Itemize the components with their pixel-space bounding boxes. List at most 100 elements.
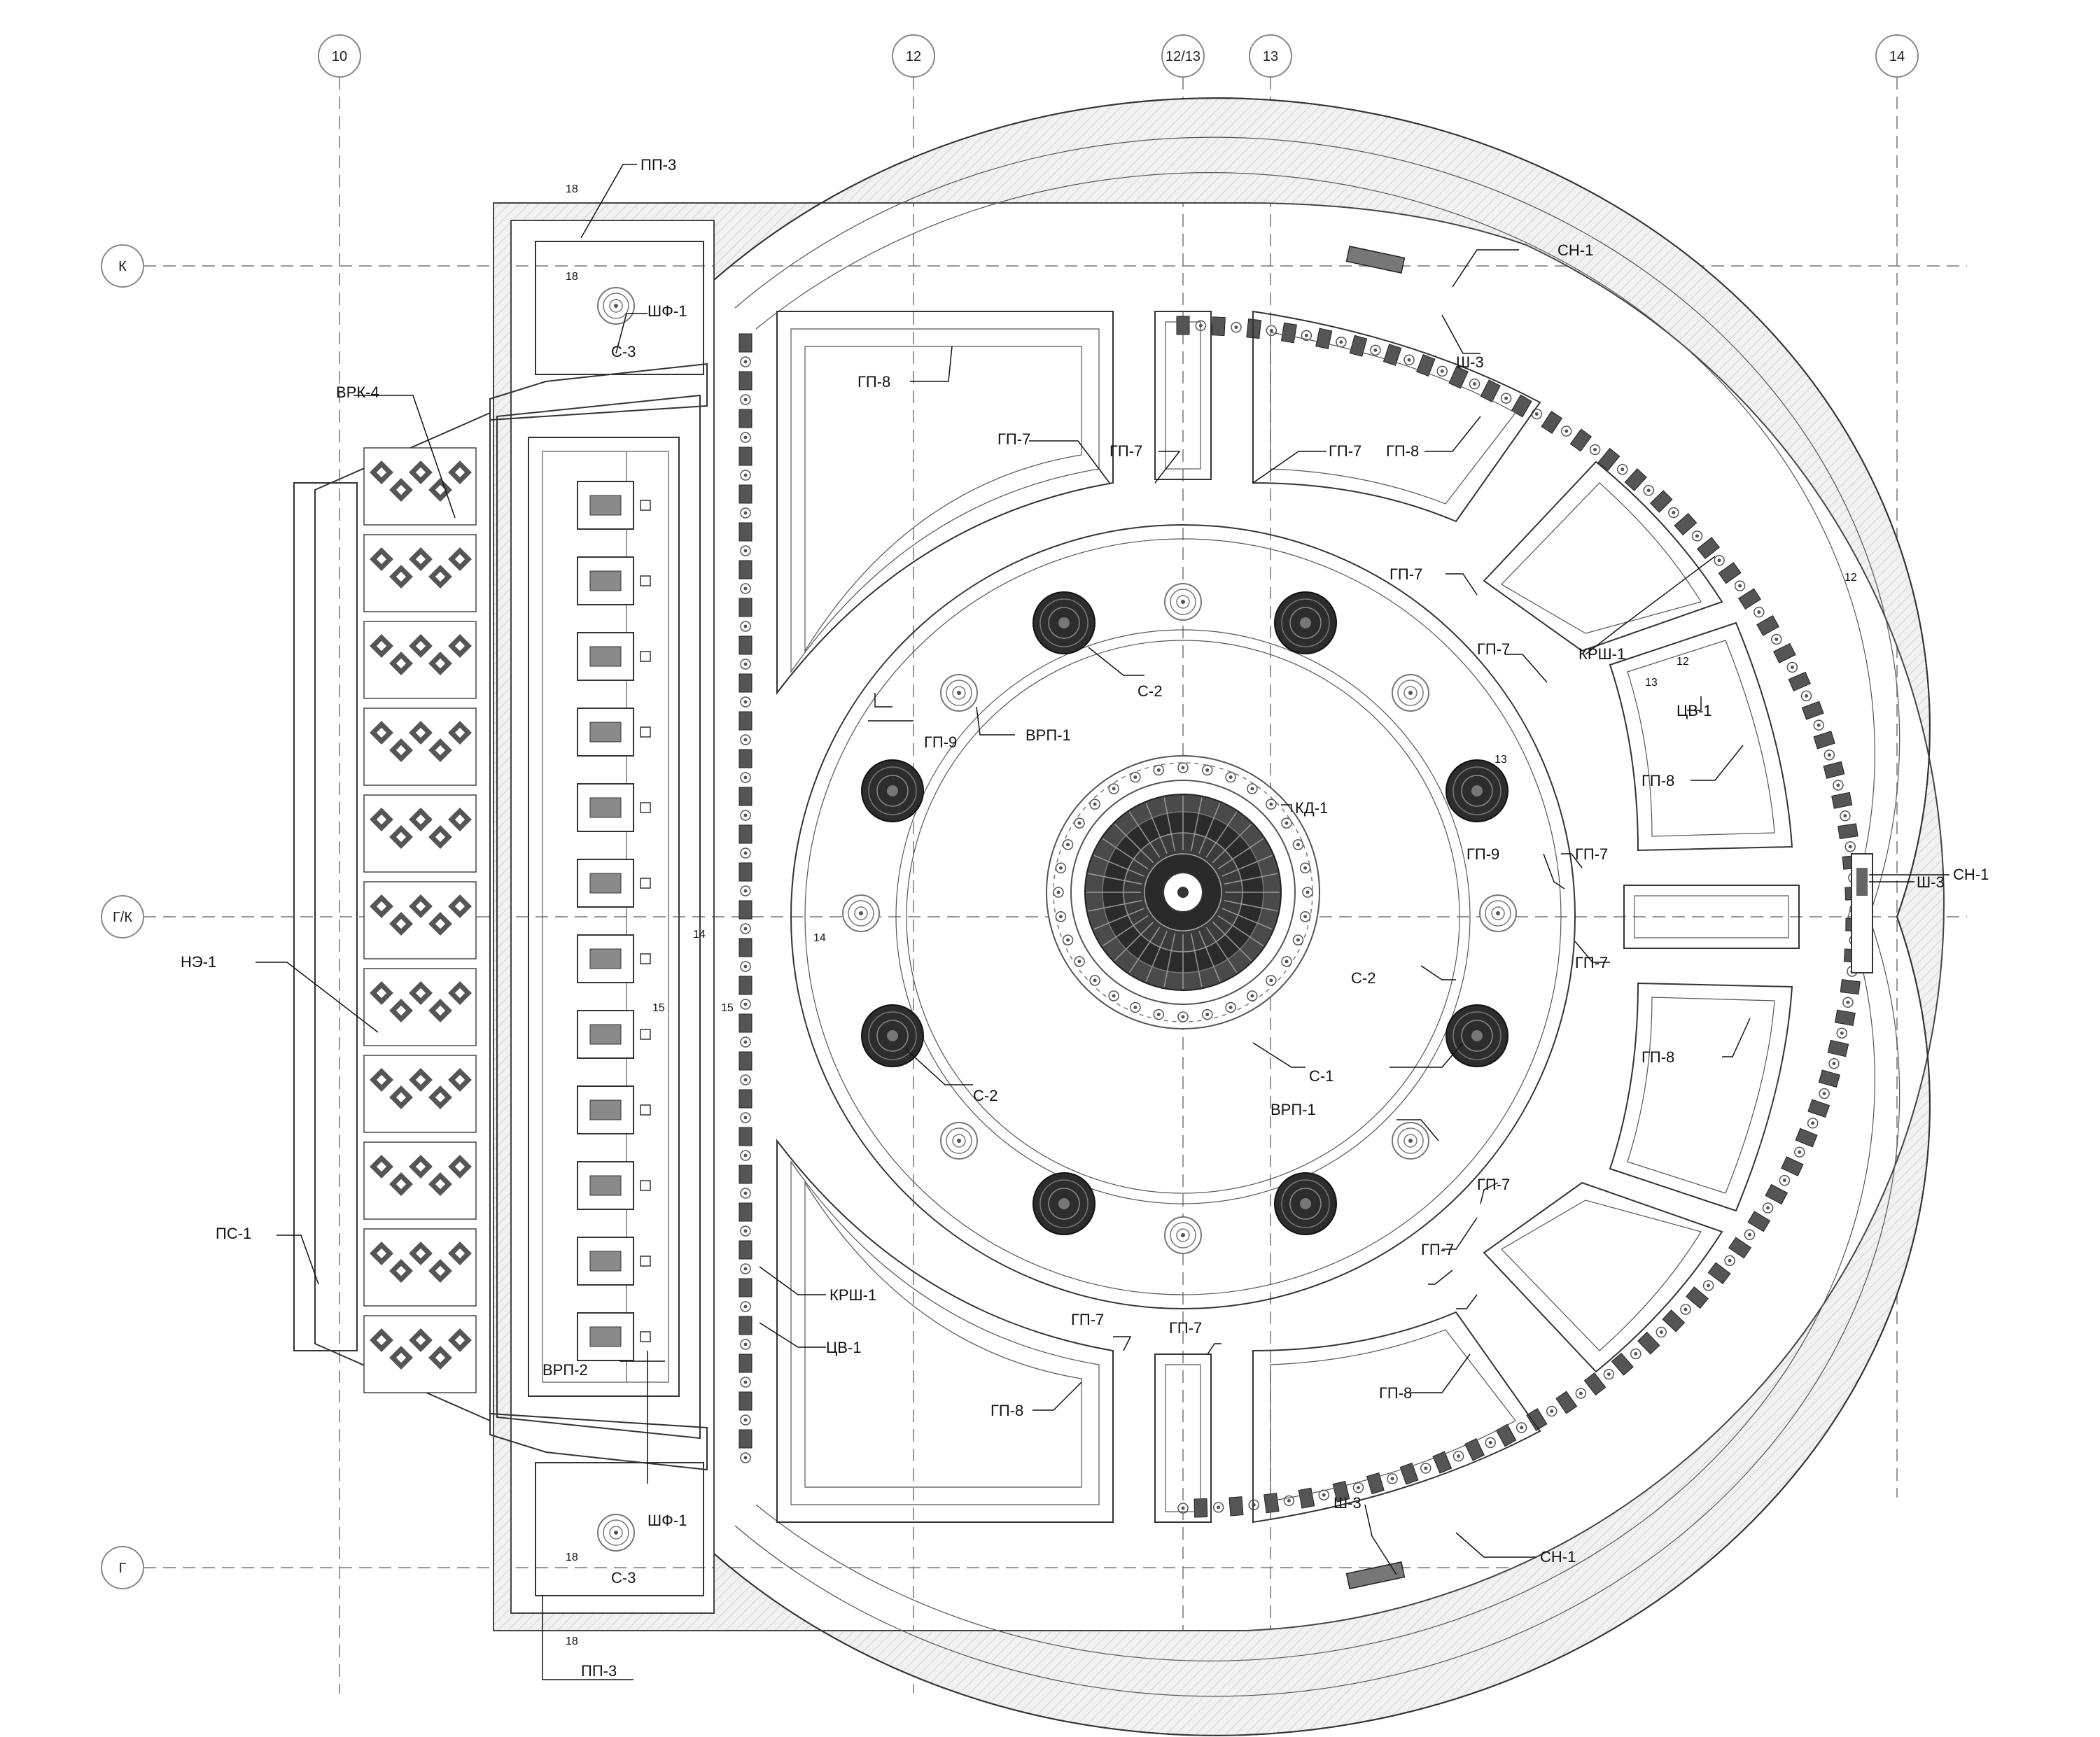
spot-column <box>738 333 752 1463</box>
ornament-icon <box>1055 910 1067 922</box>
ornament-icon <box>740 1339 751 1350</box>
vent-icon <box>577 1312 651 1361</box>
spot-light-icon <box>1835 1009 1856 1026</box>
axis-label: Г <box>119 1561 127 1576</box>
chandelier-arm <box>1198 931 1221 982</box>
ornament-icon <box>740 1074 751 1085</box>
spot-light-icon <box>1624 468 1647 491</box>
label-sn1: СН-1 <box>1540 1548 1576 1566</box>
label-sh3: Ш-3 <box>1917 873 1945 891</box>
vrk4-panel <box>363 1315 477 1393</box>
ornament-icon <box>1485 1437 1496 1449</box>
ornament-icon <box>1531 408 1543 420</box>
chandelier-arm <box>1222 855 1273 877</box>
ornament-icon <box>1130 771 1141 783</box>
callout-labels: ПП-3 ПП-3 ШФ-1 ШФ-1 С-3 С-3 ВРК-4 НЭ-1 П… <box>181 156 1989 1680</box>
ornament-icon <box>1691 530 1703 542</box>
spot-light-icon <box>1674 513 1698 535</box>
chandelier-arm <box>1088 899 1142 912</box>
spot-light-icon <box>1211 316 1226 337</box>
dim: 18 <box>566 1636 578 1647</box>
spot-light-icon <box>1718 562 1742 584</box>
dim: 13 <box>1494 754 1507 766</box>
label-sh3: Ш-3 <box>1334 1494 1362 1512</box>
rotunda-ring-line-2 <box>755 172 1875 1661</box>
chandelier-arm <box>1198 803 1221 854</box>
lamp-vrp1 <box>940 1122 978 1160</box>
ornament-icon <box>1842 997 1854 1008</box>
ornament-icon <box>1500 393 1512 404</box>
chandelier-arm <box>1088 873 1142 885</box>
spot-light-icon <box>1480 379 1501 402</box>
dim: 12 <box>1676 656 1689 668</box>
chandelier-arm <box>1190 933 1203 987</box>
ornament-icon <box>1387 1473 1398 1484</box>
spot-light-icon <box>738 673 752 693</box>
lamp-vrp1 <box>842 894 880 932</box>
lamp-s3 <box>597 1514 635 1552</box>
ornament-icon <box>1177 1011 1189 1022</box>
lamp-vrp1 <box>1479 894 1517 932</box>
ornament-icon <box>1828 1057 1840 1069</box>
ornament-icon <box>1603 1368 1615 1380</box>
axis-bubble-K: К <box>101 244 144 288</box>
spot-light-icon <box>738 1013 752 1033</box>
ornament-icon <box>740 885 751 896</box>
label-gp7: ГП-7 <box>1575 954 1608 971</box>
spot-light-icon <box>738 1278 752 1298</box>
dim: 14 <box>693 929 706 941</box>
label-gp8: ГП-8 <box>1379 1384 1412 1402</box>
ornament-icon <box>740 1452 751 1463</box>
spot-light-icon <box>738 787 752 806</box>
axis-bubble-13: 13 <box>1249 34 1292 78</box>
spot-light-icon <box>1728 1237 1751 1259</box>
vent-icon <box>577 1010 651 1059</box>
spot-light-icon <box>1176 316 1190 335</box>
ornament-icon <box>1370 344 1381 356</box>
spot-light-icon <box>1823 761 1845 779</box>
ornament-icon <box>1840 810 1851 822</box>
label-gp7: ГП-7 <box>1477 1176 1510 1193</box>
room-top <box>489 241 708 421</box>
ornament-icon <box>740 734 751 745</box>
label-s1: С-1 <box>1309 1067 1334 1085</box>
vent-icon <box>577 783 651 832</box>
ornament-icon <box>1292 934 1304 945</box>
ornament-icon <box>1231 321 1242 333</box>
ornament-icon <box>1630 1348 1642 1360</box>
ornament-icon <box>740 1112 751 1123</box>
vent-icon <box>577 1237 651 1286</box>
spot-light-icon <box>1555 1391 1578 1414</box>
vrk4-panel <box>363 1055 477 1133</box>
dim: 14 <box>813 932 826 944</box>
dimension-marks: 18 18 18 18 14 14 15 15 13 13 12 12 <box>566 183 1857 1647</box>
ornament-icon <box>1844 841 1856 852</box>
ornament-icon <box>1702 1280 1714 1291</box>
spot-light-icon <box>738 1051 752 1071</box>
spot-light-icon <box>1837 823 1858 840</box>
lamp-vrp1 <box>1392 1122 1429 1160</box>
ornament-icon <box>1452 1450 1464 1462</box>
spot-light-icon <box>738 635 752 655</box>
ornament-icon <box>1302 887 1313 898</box>
ornament-icon <box>1714 555 1725 566</box>
ornament-icon <box>1656 1326 1667 1338</box>
ornament-icon <box>740 1225 751 1237</box>
vent-icon <box>577 481 651 530</box>
label-sn1: СН-1 <box>1953 866 1989 883</box>
spot-light-icon <box>1765 1183 1788 1205</box>
label-gp7: ГП-7 <box>1390 565 1422 583</box>
chandelier-arm <box>1114 921 1154 962</box>
room-bottom <box>489 1412 708 1596</box>
label-s3: С-3 <box>611 1569 636 1587</box>
chandelier-arm <box>1128 811 1161 858</box>
axis-label: К <box>118 259 127 274</box>
vent-icon <box>577 1161 651 1210</box>
vrk4-panel <box>363 1228 477 1307</box>
chandelier-arm <box>1217 838 1264 870</box>
label-s2: С-2 <box>1351 969 1376 987</box>
ornament-icon <box>1819 1088 1830 1099</box>
chandelier-arm <box>1093 908 1144 930</box>
spot-light-icon <box>1840 979 1861 995</box>
ornament-icon <box>1089 799 1100 810</box>
